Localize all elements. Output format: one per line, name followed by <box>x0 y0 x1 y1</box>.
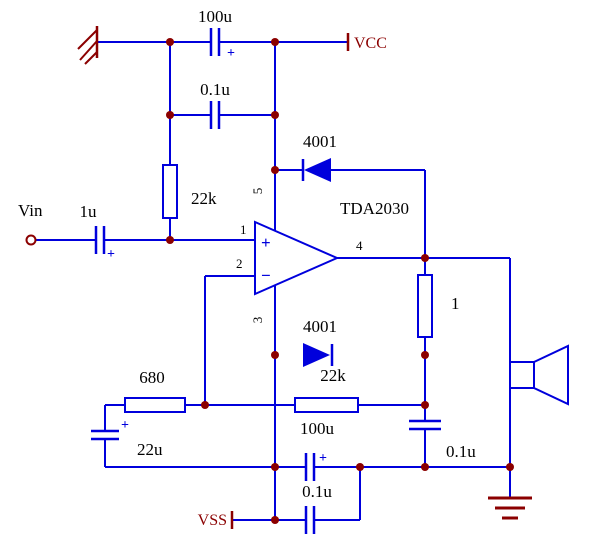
junction-dot <box>421 351 429 359</box>
capacitor-100u-top: 100u + <box>198 7 235 61</box>
capacitor-01u-bottom: 0.1u <box>302 482 332 534</box>
junction-dot <box>271 463 279 471</box>
junction-dot <box>421 463 429 471</box>
junction-dot <box>421 254 429 262</box>
capacitor-22u: + 22u <box>91 418 163 459</box>
input-cap-polarity: + <box>107 247 115 262</box>
pin-3-label: 3 <box>250 317 265 324</box>
junction-dot <box>271 516 279 524</box>
diode-bottom-4001: 4001 <box>303 317 337 367</box>
diode-top-4001: 4001 <box>301 132 337 182</box>
pin-4-label: 4 <box>356 238 363 253</box>
vss-port: VSS <box>198 511 234 529</box>
junction-dot <box>271 111 279 119</box>
opamp-tda2030: + − TDA2030 1 2 4 5 3 <box>236 188 409 324</box>
junction-dot <box>201 401 209 409</box>
chassis-ground-symbol <box>77 26 99 65</box>
capacitor-01u-zobel: 0.1u <box>409 419 476 461</box>
cap-01u-bottom-label: 0.1u <box>302 482 332 501</box>
input-terminal <box>25 234 37 246</box>
vcc-label: VCC <box>354 35 387 52</box>
diode-bottom-label: 4001 <box>303 317 337 336</box>
cap-01u-top-label: 0.1u <box>200 80 230 99</box>
cap-01u-zobel-label: 0.1u <box>446 442 476 461</box>
junction-dot <box>166 38 174 46</box>
pin-5-label: 5 <box>250 188 265 195</box>
opamp-noninverting-mark: + <box>261 233 271 252</box>
opamp-inverting-mark: − <box>261 266 271 285</box>
ic-name-label: TDA2030 <box>340 199 409 218</box>
resistor-22k-feedback: 22k <box>294 366 359 413</box>
res-1ohm-label: 1 <box>451 294 460 313</box>
junction-dot <box>421 401 429 409</box>
pin-1-label: 1 <box>240 222 247 237</box>
cap-100u-bottom-label: 100u <box>300 419 335 438</box>
junction-dot <box>166 236 174 244</box>
speaker-symbol <box>509 344 569 406</box>
capacitor-100u-bottom: 100u + <box>300 419 335 481</box>
junction-dot <box>271 38 279 46</box>
diode-top-label: 4001 <box>303 132 337 151</box>
pin-2-label: 2 <box>236 256 243 271</box>
earth-ground-symbol <box>488 496 532 520</box>
capacitor-01u-top: 0.1u <box>200 80 230 129</box>
resistor-22k-bias: 22k <box>162 164 217 219</box>
cap-100u-top-label: 100u <box>198 7 233 26</box>
res-22k-bias-label: 22k <box>191 189 217 208</box>
junction-dots <box>166 38 514 524</box>
junction-dot <box>271 166 279 174</box>
cap-22u-label: 22u <box>137 440 163 459</box>
cap-100u-bottom-polarity: + <box>319 451 327 466</box>
junction-dot <box>506 463 514 471</box>
input-section: Vin 1u + <box>18 201 115 262</box>
res-22k-feedback-label: 22k <box>320 366 346 385</box>
vss-label: VSS <box>198 512 227 529</box>
resistor-1ohm: 1 <box>417 274 460 338</box>
cap-100u-top-polarity: + <box>227 46 235 61</box>
resistor-680: 680 <box>124 368 186 413</box>
vin-label: Vin <box>18 201 43 220</box>
cap-22u-polarity: + <box>121 418 129 433</box>
junction-dot <box>356 463 364 471</box>
res-680-label: 680 <box>139 368 165 387</box>
input-cap-label: 1u <box>80 202 98 221</box>
junction-dot <box>166 111 174 119</box>
junction-dot <box>271 351 279 359</box>
vcc-port: VCC <box>346 33 387 52</box>
